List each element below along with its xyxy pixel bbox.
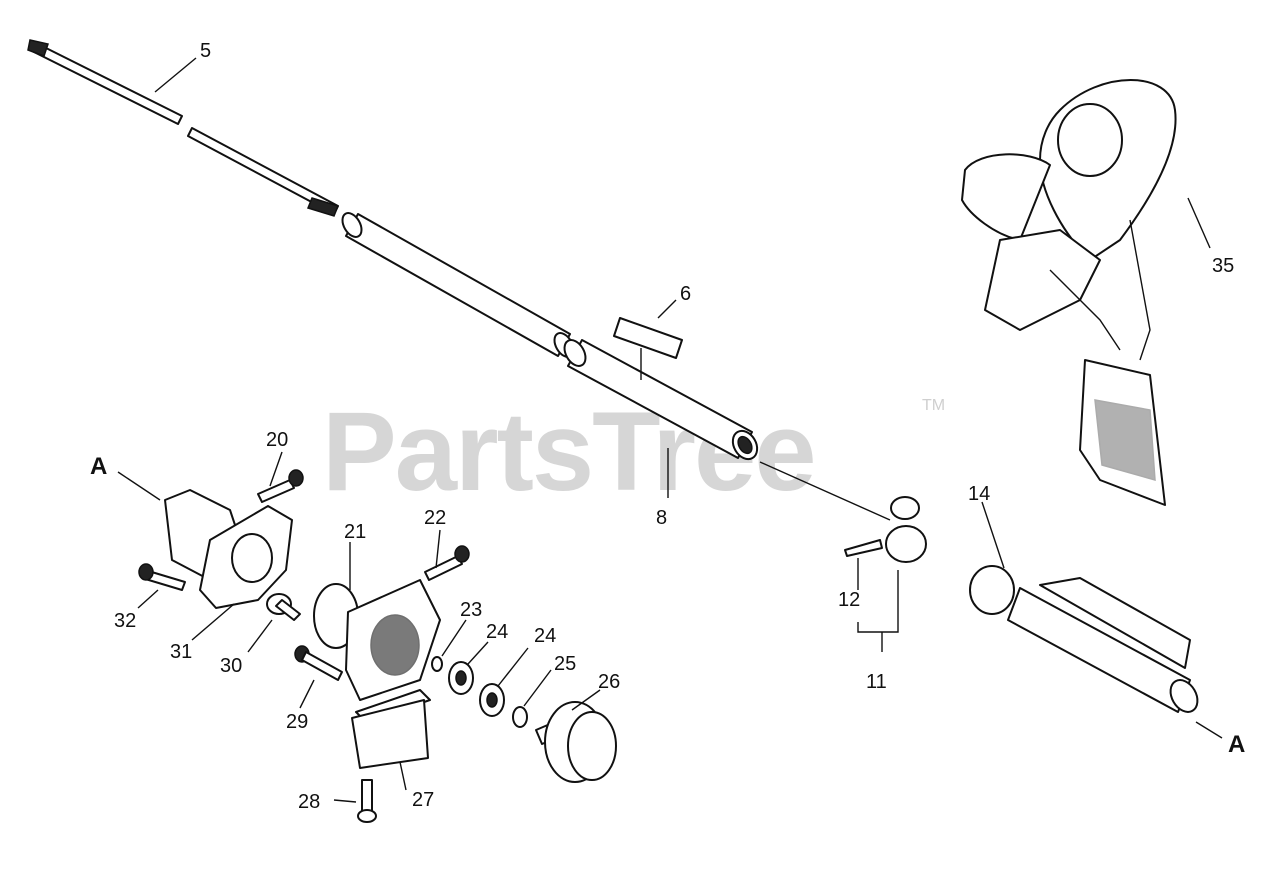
part-24-bearing-a[interactable] — [448, 661, 474, 695]
callout-6: 6 — [680, 283, 691, 305]
part-21-gear-housing[interactable] — [313, 579, 441, 701]
upper-shaft-tube[interactable] — [339, 210, 578, 361]
watermark-tm: TM — [922, 397, 945, 414]
callout-27: 27 — [412, 789, 434, 811]
part-25-snap-ring[interactable] — [512, 706, 528, 728]
part-20-bolt[interactable] — [257, 469, 304, 503]
part-6-sleeve[interactable] — [613, 317, 683, 359]
part-8-lower-tube[interactable] — [560, 336, 762, 463]
part-28-screw[interactable] — [357, 779, 377, 823]
callout-5: 5 — [200, 40, 211, 62]
part-27-shoe[interactable] — [351, 689, 431, 769]
callout-26: 26 — [598, 671, 620, 693]
reference-a-right: A — [1228, 731, 1245, 758]
callout-14: 14 — [968, 483, 990, 505]
callout-24-second: 24 — [534, 625, 556, 647]
leader-lines — [117, 57, 1223, 803]
part-24-bearing-b[interactable] — [479, 683, 505, 717]
callout-11: 11 — [866, 671, 887, 693]
callout-20: 20 — [266, 429, 288, 451]
callout-32: 32 — [114, 610, 136, 632]
part-23-washer[interactable] — [431, 656, 443, 672]
callout-30: 30 — [220, 655, 242, 677]
part-35-harness[interactable] — [961, 79, 1177, 506]
part-29-bolt[interactable] — [294, 645, 343, 681]
part-11-clamp-assembly[interactable] — [844, 496, 927, 563]
reference-a-left: A — [90, 453, 107, 480]
part-32-bolt[interactable] — [138, 563, 186, 591]
callout-24-first: 24 — [486, 621, 508, 643]
callout-35: 35 — [1212, 255, 1234, 277]
part-26-clutch-drum[interactable] — [535, 701, 617, 783]
part-14-engine-connector-tube[interactable] — [969, 565, 1203, 717]
part-5-drive-shaft[interactable] — [27, 39, 339, 217]
part-30-spacer[interactable] — [266, 593, 301, 621]
callout-25: 25 — [554, 653, 576, 675]
callout-12: 12 — [838, 589, 860, 611]
callout-8: 8 — [656, 507, 667, 529]
callout-22: 22 — [424, 507, 446, 529]
callout-21: 21 — [344, 521, 366, 543]
callout-labels: 5 6 8 35 14 12 11 20 A 21 22 23 24 24 25… — [90, 40, 1245, 813]
callout-28: 28 — [298, 791, 320, 813]
part-31-gear-case-left[interactable] — [164, 489, 293, 609]
watermark: PartsTree TM — [322, 389, 945, 514]
part-12-bolt — [844, 539, 883, 557]
part-22-bolt[interactable] — [424, 545, 470, 581]
callout-29: 29 — [286, 711, 308, 733]
callout-31: 31 — [170, 641, 192, 663]
callout-23: 23 — [460, 599, 482, 621]
